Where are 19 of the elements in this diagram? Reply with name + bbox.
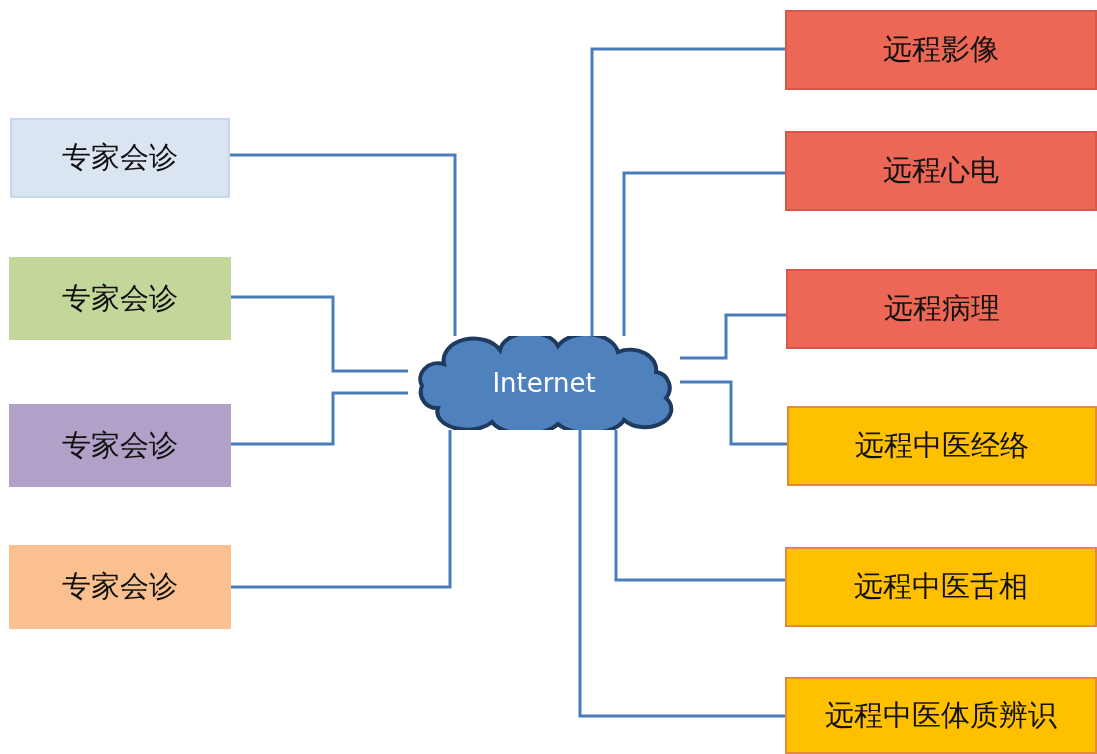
service-box: 专家会诊 xyxy=(9,404,231,487)
service-box: 远程中医体质辨识 xyxy=(785,677,1097,754)
connector-line xyxy=(622,171,785,336)
service-box: 远程病理 xyxy=(786,269,1097,349)
connector-line xyxy=(590,47,785,336)
connector-line xyxy=(231,391,408,446)
connector-line xyxy=(231,295,408,373)
service-box: 专家会诊 xyxy=(9,545,231,629)
connector-line xyxy=(230,153,457,336)
connector-line xyxy=(680,380,787,446)
connector-line xyxy=(680,313,786,360)
service-box: 远程中医舌相 xyxy=(785,547,1097,627)
service-box: 远程影像 xyxy=(785,10,1097,90)
service-box: 远程中医经络 xyxy=(787,406,1097,486)
connector-line xyxy=(231,430,452,589)
service-box: 专家会诊 xyxy=(9,257,231,340)
connector-line xyxy=(614,430,785,582)
service-box: 远程心电 xyxy=(785,131,1097,211)
service-box: 专家会诊 xyxy=(10,118,230,198)
